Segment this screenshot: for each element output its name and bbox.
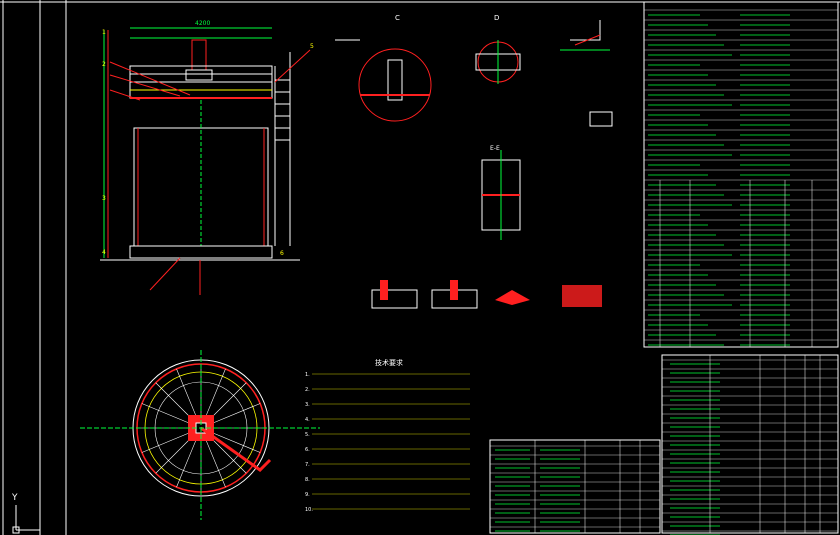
detail-small-top-right [560,20,613,127]
note-line: 1. [305,372,310,378]
plan-spoke [210,437,247,474]
plan-spoke [176,440,196,488]
note-line: 2. [305,387,310,393]
note-line: 8. [305,477,310,483]
notes-title: 技术要求 [375,358,403,367]
top-dimension-label: 4200 [195,20,210,27]
plan-spoke [213,433,261,453]
plan-spoke [210,382,247,419]
ucs-y-label: Y [11,493,18,503]
callout-5: 5 [310,43,314,50]
tank-elevation-view: 4200 [100,20,314,295]
note-line: 3. [305,402,310,408]
plan-spoke [206,368,226,416]
parts-table-bottom [489,439,661,534]
section-c-label: C [395,14,400,22]
detail-view-e: E-E [481,145,521,240]
note-line: 4. [305,417,310,423]
section-d-label: D [494,14,499,22]
callout-4: 4 [102,249,106,256]
callout-3: 3 [102,195,106,202]
plan-spoke [141,433,189,453]
spec-table-top-right [643,1,839,348]
callout-6: 6 [280,250,284,257]
plan-spoke [206,440,226,488]
bottom-table-rows [490,440,660,533]
note-line: 7. [305,462,310,468]
note-line: 10. [305,507,313,513]
tank-plan-view [80,350,320,520]
note-line: 5. [305,432,310,438]
parts-table-right [661,354,839,535]
parts-table-rows [662,355,838,535]
plan-spoke [176,368,196,416]
callout-2: 2 [102,61,106,68]
plan-spoke [213,403,261,423]
note-line: 6. [305,447,310,453]
ucs-icon: Y [11,493,40,534]
notes-lines: 1. 2. 3. 4. 5. 6. 7. 8. 9. 10. [305,372,470,513]
section-e-label: E-E [490,145,500,152]
detail-view-c: C [335,14,432,122]
callout-1: 1 [102,29,106,36]
weld-details-row [371,280,602,309]
technical-notes: 技术要求 1. 2. 3. 4. 5. 6. 7. 8. 9. 10. [305,358,470,513]
plan-spoke [141,403,189,423]
detail-view-d: D [475,14,521,84]
ladder [274,52,291,246]
note-line: 9. [305,492,310,498]
spec-table-rows [644,9,838,347]
plan-spoke [155,437,192,474]
plan-spoke [155,382,192,419]
